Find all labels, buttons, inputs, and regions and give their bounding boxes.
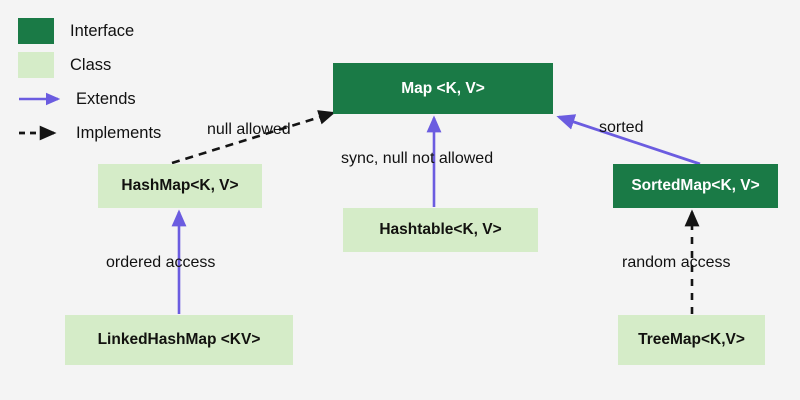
legend-label-interface: Interface — [70, 21, 135, 40]
legend-item-interface: Interface — [18, 14, 208, 48]
edge-label-sorted: sorted — [599, 119, 644, 136]
legend-item-implements: Implements — [18, 116, 208, 150]
dashed-arrow-icon — [18, 122, 68, 144]
legend-label-extends: Extends — [76, 89, 136, 108]
interface-swatch-icon — [18, 18, 54, 44]
node-map[interactable]: Map <K, V> — [333, 63, 553, 114]
solid-arrow-icon — [18, 88, 68, 110]
legend-item-class: Class — [18, 48, 208, 82]
edge-label-sync-null-not-allowed: sync, null not allowed — [341, 150, 494, 167]
class-swatch-icon — [18, 52, 54, 78]
edge-label-null-allowed: null allowed — [207, 121, 291, 138]
legend: Interface Class Extends — [18, 14, 208, 150]
legend-label-implements: Implements — [76, 123, 162, 142]
node-hashmap[interactable]: HashMap<K, V> — [98, 164, 262, 208]
edge-label-random-access: random access — [622, 254, 731, 271]
node-treemap[interactable]: TreeMap<K,V> — [618, 315, 765, 365]
node-hashtable[interactable]: Hashtable<K, V> — [343, 208, 538, 252]
legend-label-class: Class — [70, 55, 112, 74]
edge-label-ordered-access: ordered access — [106, 254, 216, 271]
node-linkedhashmap[interactable]: LinkedHashMap <KV> — [65, 315, 293, 365]
node-sortedmap[interactable]: SortedMap<K, V> — [613, 164, 778, 208]
legend-item-extends: Extends — [18, 82, 208, 116]
